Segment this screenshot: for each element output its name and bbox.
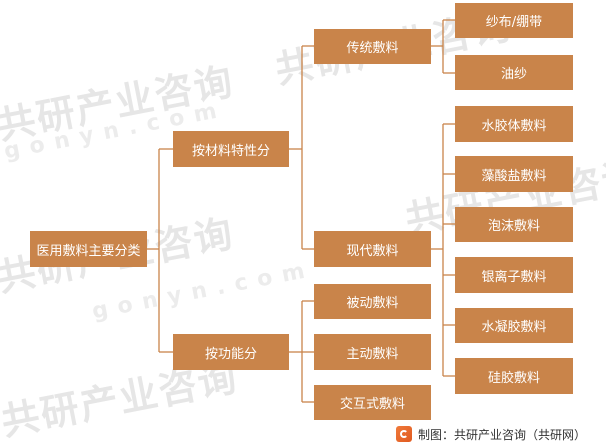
group-node-modern: 现代敷料 — [314, 231, 431, 267]
footer-text: 制图：共研产业咨询（共研网） — [418, 427, 587, 442]
group-node-traditional: 传统敷料 — [314, 29, 431, 64]
function-item-node: 被动敷料 — [314, 284, 431, 319]
function-item-node: 主动敷料 — [314, 334, 431, 370]
branch-node-function: 按功能分 — [173, 334, 289, 370]
function-item-node: 交互式敷料 — [314, 385, 431, 420]
brand-logo-icon — [396, 426, 412, 442]
branch-node-material: 按材料特性分 — [173, 131, 289, 167]
dressing-item-node: 硅胶敷料 — [455, 358, 573, 394]
dressing-item-node: 银离子敷料 — [455, 257, 573, 293]
root-node: 医用敷料主要分类 — [30, 231, 147, 267]
dressing-item-node: 纱布/绷带 — [455, 3, 573, 38]
dressing-item-node: 藻酸盐敷料 — [455, 156, 573, 192]
dressing-item-node: 油纱 — [455, 55, 573, 90]
dressing-item-node: 水凝胶敷料 — [455, 308, 573, 343]
dressing-item-node: 泡沫敷料 — [455, 207, 573, 242]
dressing-item-node: 水胶体敷料 — [455, 106, 573, 142]
footer-credit: 制图：共研产业咨询（共研网） — [396, 424, 586, 444]
